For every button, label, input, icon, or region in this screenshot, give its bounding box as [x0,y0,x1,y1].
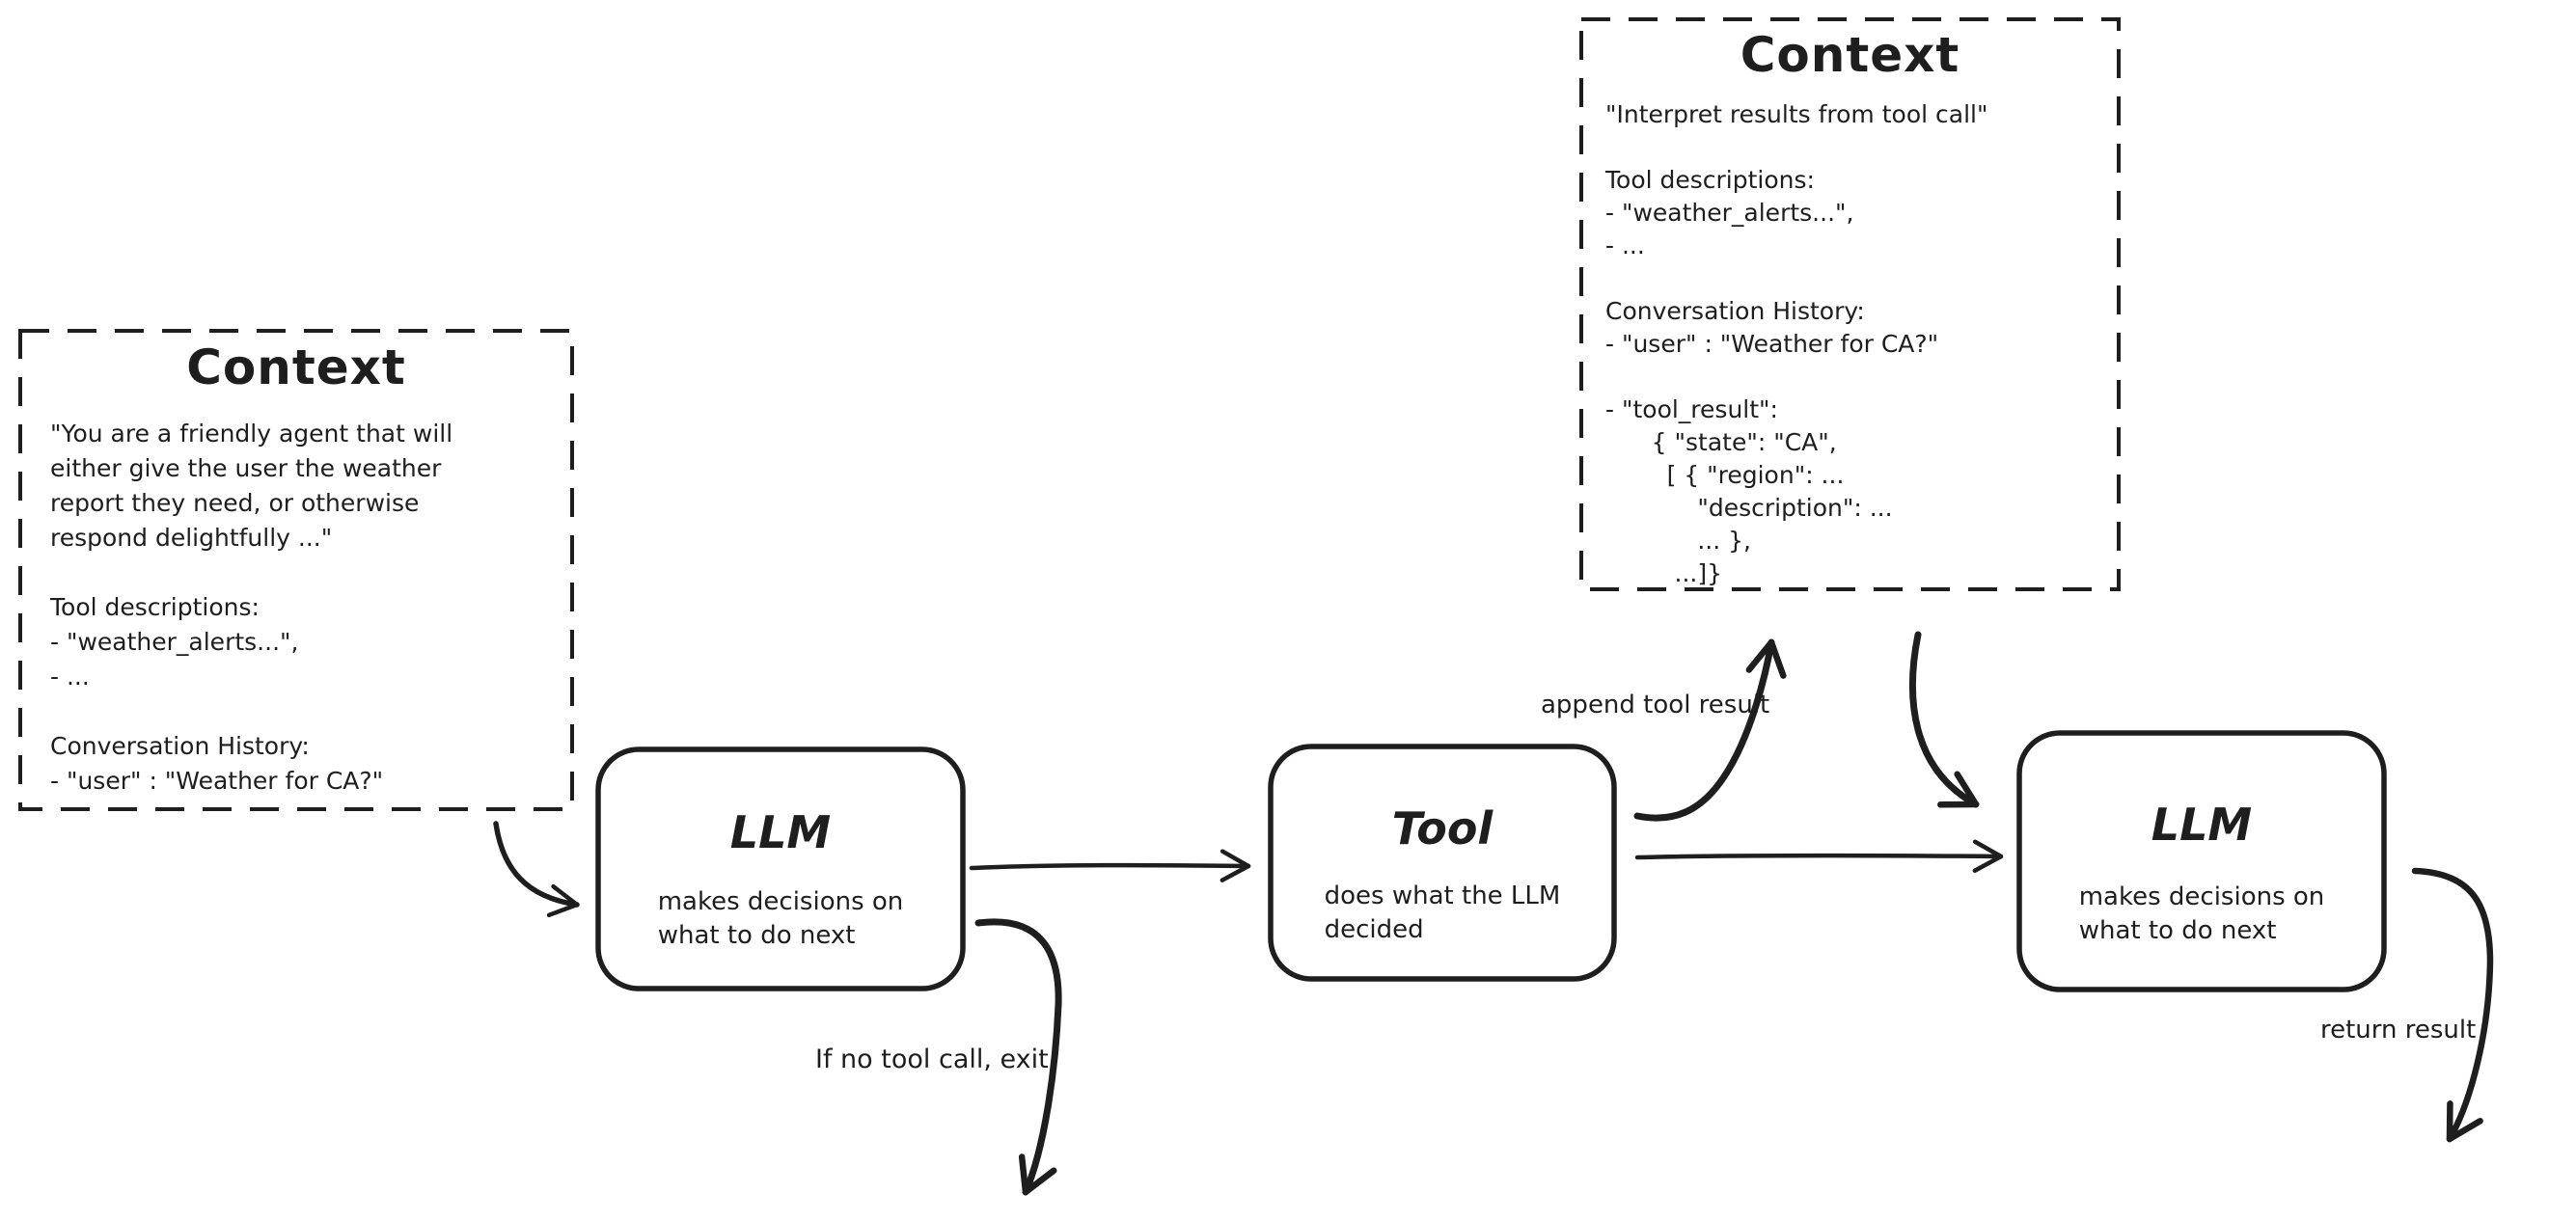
context-box-top-right [1579,17,2121,591]
arrow-context-to-llm-second [1908,631,1980,808]
arrow-llm-exit [974,918,1062,1196]
arrow-context-to-llm [493,821,580,918]
arrow-return-result [2411,867,2494,1143]
edge-label-return-result: return result [2320,1016,2477,1045]
context-left-title: Context [186,339,406,395]
context-left-body: "You are a friendly agent that will eith… [50,420,453,795]
context-top-right-title: Context [1740,27,1960,83]
llm-node-box-first [595,746,966,991]
arrow-llm-to-tool [969,849,1251,882]
llm-node-second-title: LLM [2151,799,2253,851]
arrow-tool-to-llm-second [1634,839,2004,874]
edge-label-no-tool-call-exit: If no tool call, exit [815,1045,1049,1074]
llm-node-second-subtitle: makes decisions on what to do next [2078,882,2325,945]
edge-label-append-tool-result: append tool result [1541,691,1770,719]
tool-node-subtitle: does what the LLM decided [1324,882,1561,944]
tool-node-title: Tool [1391,802,1494,855]
context-box-left [18,329,574,811]
llm-node-first-title: LLM [729,806,832,858]
llm-node-first-subtitle: makes decisions on what to do next [657,887,904,950]
tool-node-box [1268,744,1617,982]
arrow-tool-to-context [1633,638,1787,822]
llm-node-box-second [2016,730,2387,992]
context-top-right-body: "Interpret results from tool call" Tool … [1605,100,1988,587]
